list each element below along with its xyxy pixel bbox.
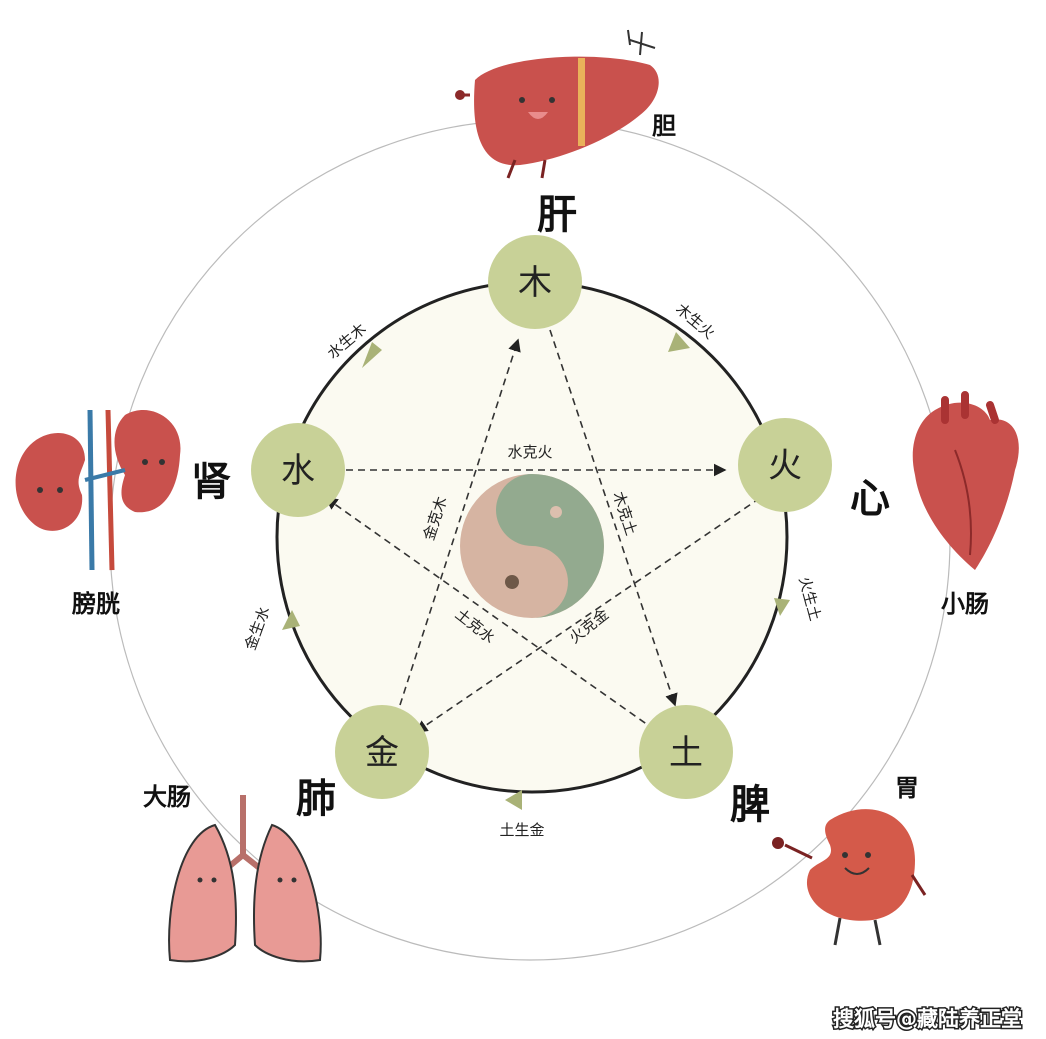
organ-label-heart: 心 <box>850 476 890 522</box>
line-metal-wood <box>399 338 521 706</box>
heart-icon <box>912 391 1019 570</box>
liver-icon <box>455 29 659 179</box>
node-label: 金 <box>365 733 399 773</box>
organ-label-spleen: 脾 <box>730 782 770 828</box>
arrow-wood-fire <box>668 332 690 352</box>
organ-label-stomach: 胃 <box>895 774 919 802</box>
organ-label-lung: 肺 <box>296 776 336 822</box>
organ-label-kidney: 肾 <box>191 459 231 505</box>
lung-icon <box>168 795 322 963</box>
node-label: 火 <box>768 446 802 486</box>
watermark: 搜狐号@藏陆养正堂 <box>833 1007 1022 1031</box>
node-earth: 土 <box>639 705 733 799</box>
organ-label-bladder: 膀胱 <box>71 590 120 618</box>
arrow-fire-earth <box>774 598 790 616</box>
organ-label-gallbladder: 胆 <box>652 112 676 140</box>
node-metal: 金 <box>335 705 429 799</box>
generating-arrows <box>282 332 790 810</box>
node-label: 土 <box>669 733 703 773</box>
controlling-lines <box>324 329 761 733</box>
arrow-earth-metal <box>505 790 522 810</box>
kidney-icon <box>15 409 181 571</box>
spleen-icon <box>772 809 927 946</box>
line-fire-metal <box>414 497 761 733</box>
arrow-water-wood <box>362 342 382 368</box>
arrow-metal-water <box>282 610 300 630</box>
organ-label-large-intestine: 大肠 <box>143 783 191 811</box>
organ-label-liver: 肝 <box>537 192 577 238</box>
node-fire: 火 <box>738 418 832 512</box>
node-water: 水 <box>251 423 345 517</box>
organ-label-small-intestine: 小肠 <box>941 590 989 618</box>
node-wood: 木 <box>488 235 582 329</box>
label-earth-generates-metal: 土生金 <box>499 821 544 839</box>
label-fire-generates-earth: 火生土 <box>795 575 824 623</box>
node-label: 水 <box>281 451 315 491</box>
label-water-controls-fire: 水克火 <box>507 443 552 461</box>
yin-yang-icon <box>460 474 604 618</box>
line-wood-earth <box>549 329 678 707</box>
node-label: 木 <box>518 263 552 303</box>
label-metal-generates-water: 金生水 <box>241 604 273 652</box>
